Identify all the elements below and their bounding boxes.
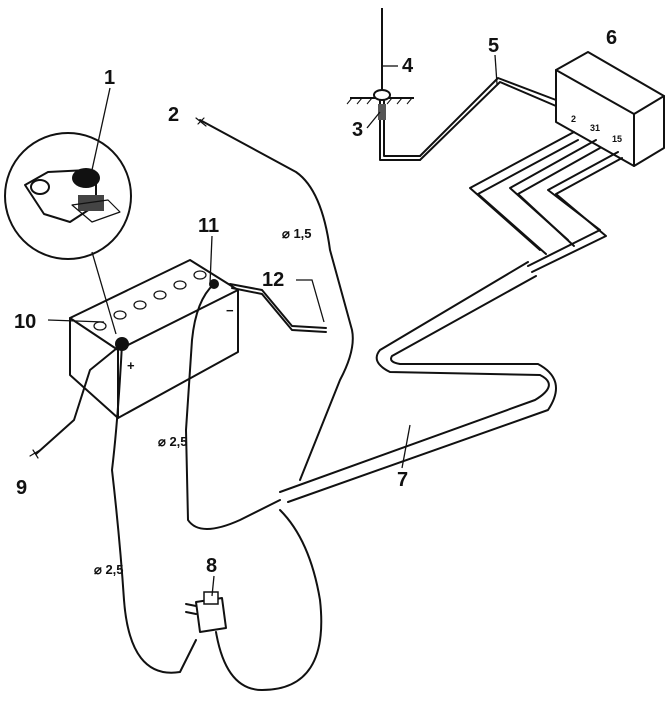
label-11: 11: [198, 215, 219, 237]
wire-11: [185, 283, 281, 530]
antenna-cable: [419, 81, 557, 161]
label-9: 9: [16, 477, 27, 499]
label-7: 7: [397, 469, 408, 491]
label-5: 5: [488, 35, 499, 57]
label-3: 3: [352, 119, 363, 141]
dimension-2-5-mid: ⌀ 2,5: [158, 434, 188, 449]
antenna: [346, 8, 421, 161]
leader-7: [401, 424, 411, 469]
wire-9: [35, 343, 123, 455]
label-10: 10: [14, 311, 36, 333]
zoom-pointer-line: [91, 251, 117, 335]
radio-unit: [555, 51, 665, 167]
dimension-1-5: ⌀ 1,5: [282, 226, 312, 241]
leader-5: [494, 54, 498, 85]
leader-1: [91, 87, 111, 171]
terminal-15: 15: [612, 134, 622, 144]
label-12: 12: [262, 269, 284, 291]
wire-fuse-loom: [215, 509, 323, 691]
leader-8: [211, 575, 215, 597]
wire-12: [229, 283, 327, 329]
label-6: 6: [606, 27, 617, 49]
terminal-clamp-detail: [4, 132, 132, 260]
label-8: 8: [206, 555, 217, 577]
wire-2: [199, 119, 354, 481]
cable-loom: [279, 261, 557, 503]
dimension-2-5-low: ⌀ 2,5: [94, 562, 124, 577]
battery-minus-sign: −: [226, 303, 234, 318]
leader-12: [296, 279, 325, 323]
leader-11: [209, 235, 213, 285]
fuse-holder: [185, 591, 227, 633]
leader-3: [366, 111, 381, 129]
wire-plus-fuse: [111, 343, 197, 674]
leader-10: [47, 319, 105, 323]
radio-wires: [469, 131, 623, 273]
label-2: 2: [168, 104, 179, 126]
terminal-2: 2: [571, 114, 576, 124]
label-1: 1: [104, 67, 115, 89]
label-4: 4: [402, 55, 414, 77]
terminal-31: 31: [590, 123, 600, 133]
battery-plus-sign: +: [127, 358, 135, 373]
battery: [69, 259, 239, 419]
